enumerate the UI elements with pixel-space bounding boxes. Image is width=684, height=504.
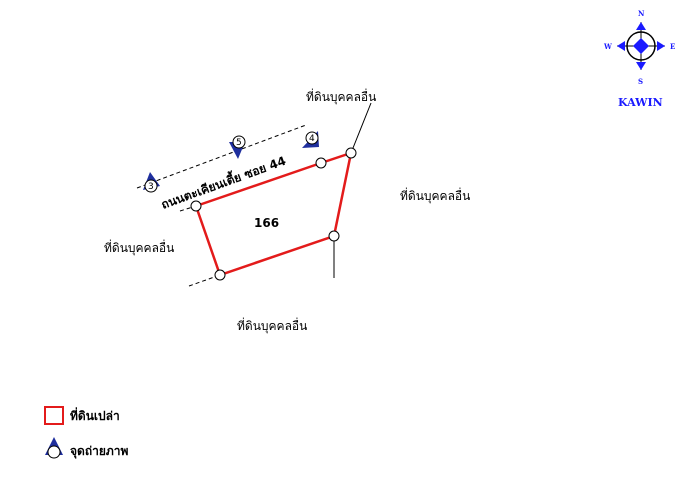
compass-west-arrow-icon: [617, 41, 625, 51]
photo-point-5: 5: [229, 135, 246, 159]
compass-east-arrow-icon: [657, 41, 665, 51]
photo-point-circle: [144, 179, 158, 193]
boundary-marker: [190, 200, 202, 212]
neighbor-label-west: ที่ดินบุคคลอื่น: [104, 239, 174, 256]
compass-south-label: S: [638, 77, 643, 86]
photo-point-circle: [305, 131, 319, 145]
photo-point-number: 3: [148, 182, 154, 192]
legend-vacant-land-label: ที่ดินเปล่า: [70, 407, 120, 423]
compass-north-arrow-icon: [636, 22, 646, 30]
compass-center-diamond-icon: [633, 38, 649, 54]
neighbor-label-north: ที่ดินบุคคลอื่น: [306, 88, 376, 105]
compass-north-label: N: [638, 9, 645, 18]
boundary-marker: [315, 157, 327, 169]
photo-point-4: 4: [302, 131, 319, 148]
boundary-extension-dashed: [188, 274, 221, 287]
legend-photo-point-circle: [47, 445, 61, 459]
compass-south-arrow-icon: [636, 62, 646, 70]
boundary-marker: [214, 269, 226, 281]
compass-west-label: W: [603, 42, 612, 51]
photo-point-3: 3: [143, 172, 160, 193]
brand-label: KAWIN: [618, 96, 663, 109]
road-edge-line: [136, 124, 307, 189]
road-edge-extension: [179, 205, 197, 212]
neighbor-label-south: ที่ดินบุคคลอื่น: [237, 317, 307, 334]
parcel-boundary: [194, 151, 353, 277]
parcel-number: 166: [254, 216, 279, 230]
compass-rose: N S E W KAWIN: [603, 9, 675, 109]
compass-east-label: E: [670, 42, 675, 51]
photo-point-number: 4: [309, 134, 315, 144]
neighbor-boundary-line: [350, 102, 372, 154]
legend: ที่ดินเปล่า จุดถ่ายภาพ: [44, 406, 129, 459]
boundary-marker: [328, 230, 340, 242]
legend-photo-point-label: จุดถ่ายภาพ: [70, 444, 129, 459]
boundary-marker: [345, 147, 357, 159]
legend-vacant-land-swatch: [44, 406, 64, 425]
photo-point-number: 5: [236, 138, 242, 148]
neighbor-label-east: ที่ดินบุคคลอื่น: [400, 187, 470, 204]
photo-point-circle: [232, 135, 246, 149]
